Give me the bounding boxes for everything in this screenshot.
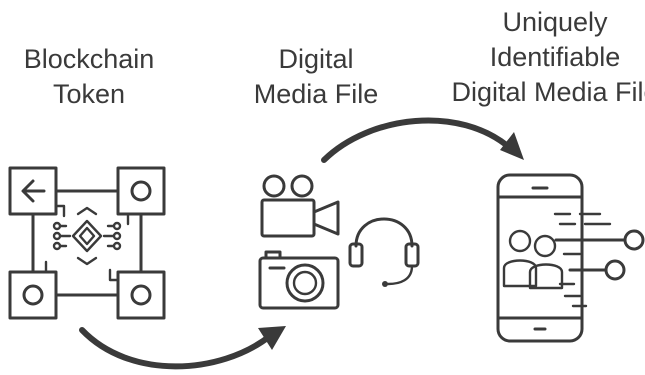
left-arrow-icon <box>21 179 46 203</box>
video-camera-icon <box>260 174 340 238</box>
node-circle-icon <box>130 180 152 202</box>
blockchain-chip-icon <box>8 166 166 320</box>
arrow-token-to-media <box>79 326 286 370</box>
diamond-motif-icon <box>52 206 122 266</box>
data-dash-lines <box>553 212 612 308</box>
headset-icon <box>348 217 420 287</box>
token-label-line-2: Token <box>53 79 125 109</box>
node-circle-icon <box>130 284 152 306</box>
token-label-line-1: Blockchain <box>24 44 155 74</box>
phone-frame <box>496 173 584 343</box>
node-circle-icon <box>22 284 44 306</box>
unique-label-line-2: Identifiable <box>490 42 621 72</box>
media-label-line-2: Media File <box>254 79 379 109</box>
users-icon <box>502 229 564 290</box>
arrow-media-to-unique <box>321 117 524 163</box>
unique-label-line-3: Digital Media File <box>451 77 645 107</box>
node-circle-icon <box>604 259 626 281</box>
unique-label-line-1: Uniquely <box>502 7 608 37</box>
smartphone-identity-icon <box>496 173 645 343</box>
chip-corner-bottom-right <box>116 270 166 320</box>
photo-camera-icon <box>258 250 340 310</box>
chip-corner-bottom-left <box>8 270 58 320</box>
node-circle-icon <box>623 229 645 251</box>
media-icons-group <box>258 174 420 310</box>
chip-corner-top-right <box>116 166 166 216</box>
media-label-line-1: Digital <box>278 44 353 74</box>
